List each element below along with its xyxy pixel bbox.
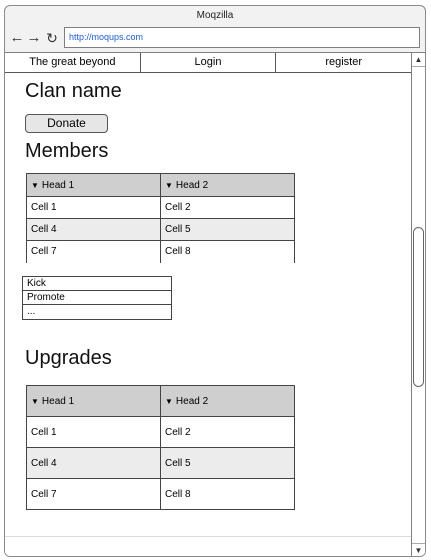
- forward-arrow-icon[interactable]: →: [26, 29, 42, 46]
- table-cell: Cell 7: [26, 478, 161, 510]
- table-row[interactable]: Cell 1 Cell 2: [26, 196, 295, 219]
- browser-window: Moqzilla ← → ↻ http://moqups.com The gre…: [4, 5, 426, 557]
- table-row[interactable]: Cell 7 Cell 8: [26, 240, 295, 263]
- menu-item-the-great-beyond[interactable]: The great beyond: [5, 53, 141, 72]
- back-arrow-icon[interactable]: ←: [9, 29, 25, 46]
- table-row[interactable]: Cell 4 Cell 5: [26, 218, 295, 241]
- navigation-bar: ← → ↻ http://moqups.com: [5, 26, 425, 54]
- table-cell: Cell 2: [160, 416, 295, 448]
- kick-menu-item[interactable]: Kick: [23, 277, 171, 291]
- top-menu: The great beyond Login register: [5, 53, 411, 73]
- url-input[interactable]: http://moqups.com: [64, 27, 420, 48]
- menu-item-register[interactable]: register: [325, 56, 363, 68]
- menu-item-login[interactable]: Login: [141, 53, 277, 72]
- column-header[interactable]: ▼Head 2: [160, 385, 295, 417]
- more-menu-item[interactable]: ...: [27, 306, 36, 317]
- scrollbar-thumb[interactable]: [413, 227, 424, 387]
- column-header[interactable]: ▼Head 1: [26, 173, 161, 197]
- table-row[interactable]: Cell 7 Cell 8: [26, 478, 295, 510]
- table-cell: Cell 4: [26, 447, 161, 479]
- sort-down-icon: ▼: [31, 396, 39, 406]
- table-cell: Cell 5: [160, 218, 295, 241]
- table-cell: Cell 8: [160, 478, 295, 510]
- table-cell: Cell 1: [26, 416, 161, 448]
- table-header-row: ▼Head 1 ▼Head 2: [26, 173, 295, 197]
- table-cell: Cell 2: [160, 196, 295, 219]
- column-header[interactable]: ▼Head 2: [160, 173, 295, 197]
- page-viewport: The great beyond Login register Clan nam…: [5, 52, 425, 556]
- table-cell: Cell 1: [26, 196, 161, 219]
- scroll-up-icon[interactable]: ▲: [412, 53, 425, 67]
- donate-button[interactable]: Donate: [25, 114, 108, 133]
- sort-down-icon: ▼: [165, 396, 173, 406]
- vertical-scrollbar[interactable]: ▲ ▼: [411, 53, 425, 556]
- upgrades-heading: Upgrades: [25, 347, 112, 369]
- table-cell: Cell 7: [26, 240, 161, 263]
- window-title: Moqzilla: [196, 10, 234, 21]
- member-action-menu: Kick Promote ...: [22, 276, 172, 320]
- clan-name-heading: Clan name: [25, 80, 122, 102]
- sort-down-icon: ▼: [165, 180, 173, 190]
- upgrades-table: ▼Head 1 ▼Head 2 Cell 1 Cell 2 Cell 4 Cel…: [26, 385, 295, 510]
- table-row[interactable]: Cell 1 Cell 2: [26, 416, 295, 448]
- members-table: ▼Head 1 ▼Head 2 Cell 1 Cell 2 Cell 4 Cel…: [26, 173, 295, 263]
- promote-menu-item[interactable]: Promote: [23, 291, 171, 305]
- table-row[interactable]: Cell 4 Cell 5: [26, 447, 295, 479]
- sort-down-icon: ▼: [31, 180, 39, 190]
- table-cell: Cell 8: [160, 240, 295, 263]
- page-divider: [5, 536, 411, 537]
- column-header[interactable]: ▼Head 1: [26, 385, 161, 417]
- table-cell: Cell 4: [26, 218, 161, 241]
- table-cell: Cell 5: [160, 447, 295, 479]
- reload-icon[interactable]: ↻: [46, 30, 58, 46]
- table-header-row: ▼Head 1 ▼Head 2: [26, 385, 295, 417]
- members-heading: Members: [25, 140, 109, 162]
- scroll-down-icon[interactable]: ▼: [412, 543, 425, 556]
